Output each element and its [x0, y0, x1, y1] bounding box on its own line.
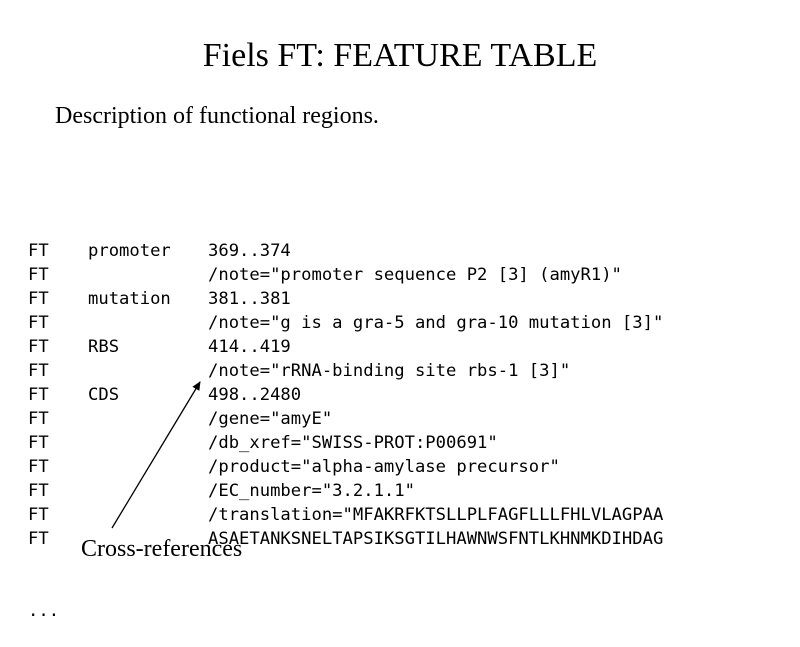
row-key: FT — [28, 337, 49, 357]
row-value: /translation="MFAKRFKTSLLPLFAGFLLLFHLVLA… — [208, 505, 664, 525]
row-key: FT — [28, 361, 49, 381]
row-key: FT — [28, 409, 49, 429]
table-row: FT/note="promoter sequence P2 [3] (amyR1… — [28, 263, 663, 287]
table-row: FT mutation 381..381 — [28, 287, 663, 311]
table-row: FT ASAETANKSNELTAPSIKSGTILHAWNWSFNTLKHNMK… — [28, 527, 663, 551]
arrow-line — [111, 381, 201, 529]
row-key: FT — [28, 529, 49, 549]
slide-subtitle: Description of functional regions. — [55, 103, 379, 129]
row-key: FT — [28, 265, 49, 285]
row-key: FT — [28, 457, 49, 477]
row-value: /note="rRNA-binding site rbs-1 [3]" — [208, 361, 571, 381]
row-feature: mutation — [88, 289, 171, 309]
row-key: FT — [28, 505, 49, 525]
row-value: 369..374 — [208, 241, 291, 261]
row-value: /product="alpha-amylase precursor" — [208, 457, 560, 477]
row-value: 498..2480 — [208, 385, 302, 405]
row-key: FT — [28, 313, 49, 333]
row-value: /db_xref="SWISS-PROT:P00691" — [208, 433, 498, 453]
cross-references-label: Cross-references — [81, 536, 243, 562]
row-key: FT — [28, 241, 49, 261]
table-row: FT/db_xref="SWISS-PROT:P00691" — [28, 431, 663, 455]
table-row: FT/note="rRNA-binding site rbs-1 [3]" — [28, 359, 663, 383]
row-value: /note="promoter sequence P2 [3] (amyR1)" — [208, 265, 622, 285]
table-ellipsis: ... — [28, 601, 60, 621]
row-feature: promoter — [88, 241, 171, 261]
row-key: FT — [28, 433, 49, 453]
table-row: FT/translation="MFAKRFKTSLLPLFAGFLLLFHLV… — [28, 503, 663, 527]
row-value: ASAETANKSNELTAPSIKSGTILHAWNWSFNTLKHNMKDI… — [208, 529, 664, 549]
table-row: FT/note="g is a gra-5 and gra-10 mutatio… — [28, 311, 663, 335]
row-value: 381..381 — [208, 289, 291, 309]
row-feature: CDS — [88, 385, 120, 405]
table-row: FT/product="alpha-amylase precursor" — [28, 455, 663, 479]
cross-reference-arrow — [111, 381, 201, 529]
row-value: 414..419 — [208, 337, 291, 357]
row-feature: RBS — [88, 337, 120, 357]
table-row: FT/EC_number="3.2.1.1" — [28, 479, 663, 503]
row-value: /EC_number="3.2.1.1" — [208, 481, 415, 501]
table-row: FT promoter 369..374 — [28, 239, 663, 263]
slide-title: Fiels FT: FEATURE TABLE — [202, 37, 598, 74]
table-row: FT RBS 414..419 — [28, 335, 663, 359]
table-row: FT CDS 498..2480 — [28, 383, 663, 407]
table-row: FT/gene="amyE" — [28, 407, 663, 431]
row-key: FT — [28, 289, 49, 309]
row-key: FT — [28, 481, 49, 501]
row-value: /note="g is a gra-5 and gra-10 mutation … — [208, 313, 664, 333]
row-key: FT — [28, 385, 49, 405]
row-value: /gene="amyE" — [208, 409, 333, 429]
